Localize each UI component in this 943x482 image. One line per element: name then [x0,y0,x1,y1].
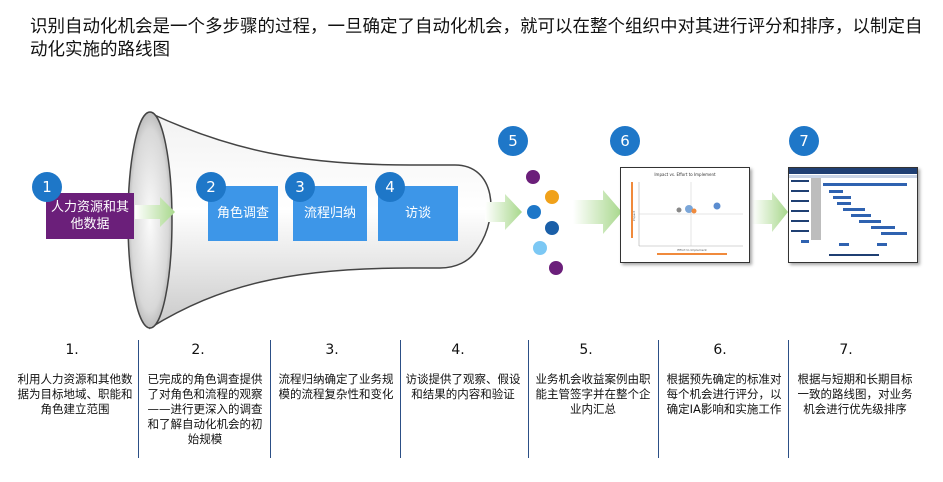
step-box-interview: 访谈 [378,186,458,241]
step-circle-6: 6 [610,126,640,156]
roadmap-gantt-thumbnail [788,167,918,263]
divider-6 [788,340,789,458]
dot-blue-1 [527,205,541,219]
roadmap-mini-gantt [789,168,917,256]
column-2-number: 2. [191,342,205,358]
step-box-hr-data: 人力资源和其他数据 [46,193,134,239]
step-2-label: 角色调查 [216,206,269,221]
column-5-text: 业务机会收益案例由职能主管签字并在整个企业内汇总 [535,372,651,416]
column-5-number: 5. [579,342,593,358]
step-circle-1: 1 [32,172,62,202]
column-3-number: 3. [325,342,339,358]
thumb6-xlabel: Effort to Implement [677,248,707,252]
arrow-2 [485,194,522,230]
dot-lightblue [533,241,547,255]
thumb6-ylabel: Impact [632,210,636,221]
column-2-text: 已完成的角色调查提供了对角色和流程的观察——进行更深入的调查和了解自动化机会的初… [147,372,263,446]
column-4-text: 访谈提供了观察、假设和结果的内容和验证 [405,372,521,401]
column-7-text: 根据与短期和长期目标一致的路线图，对业务机会进行优先级排序 [797,372,913,416]
column-4-number: 4. [451,342,465,358]
column-7-number: 7. [839,342,853,358]
divider-3 [400,340,401,458]
page-title: 识别自动化机会是一个多步骤的过程，一旦确定了自动化机会，就可以在整个组织中对其进… [30,17,923,60]
step-circle-5: 5 [498,126,528,156]
step-circle-2: 2 [196,172,226,202]
dot-darkblue [545,221,559,235]
step-circle-3: 3 [285,172,315,202]
column-6-text: 根据预先确定的标准对每个机会进行评分，以确定IA影响和实施工作 [666,372,782,416]
divider-2 [270,340,271,458]
column-3-text: 流程归纳确定了业务规模的流程复杂性和变化 [278,372,394,401]
column-1-text: 利用人力资源和其他数据为目标地域、职能和角色建立范围 [17,372,133,416]
column-6-number: 6. [713,342,727,358]
arrow-1 [135,197,175,227]
step-1-label: 人力资源和其他数据 [50,200,129,232]
arrow-3 [573,190,622,234]
dot-purple-2 [549,261,563,275]
step-3-label: 流程归纳 [303,206,356,221]
divider-4 [528,340,529,458]
dot-purple-1 [526,170,540,184]
arrow-4 [752,192,788,232]
step-circle-7: 7 [789,126,819,156]
step-4-label: 访谈 [404,206,431,221]
divider-5 [658,340,659,458]
step-circle-4: 4 [375,172,405,202]
impact-effort-chart-thumbnail: Impact vs. Effort to Implement Effort to… [620,167,750,263]
thumb6-title: Impact vs. Effort to Implement [654,172,716,177]
impact-effort-mini-chart: Impact vs. Effort to Implement Effort to… [631,172,743,255]
divider-1 [138,340,139,458]
column-1-number: 1. [65,342,79,358]
dot-orange [545,190,559,204]
